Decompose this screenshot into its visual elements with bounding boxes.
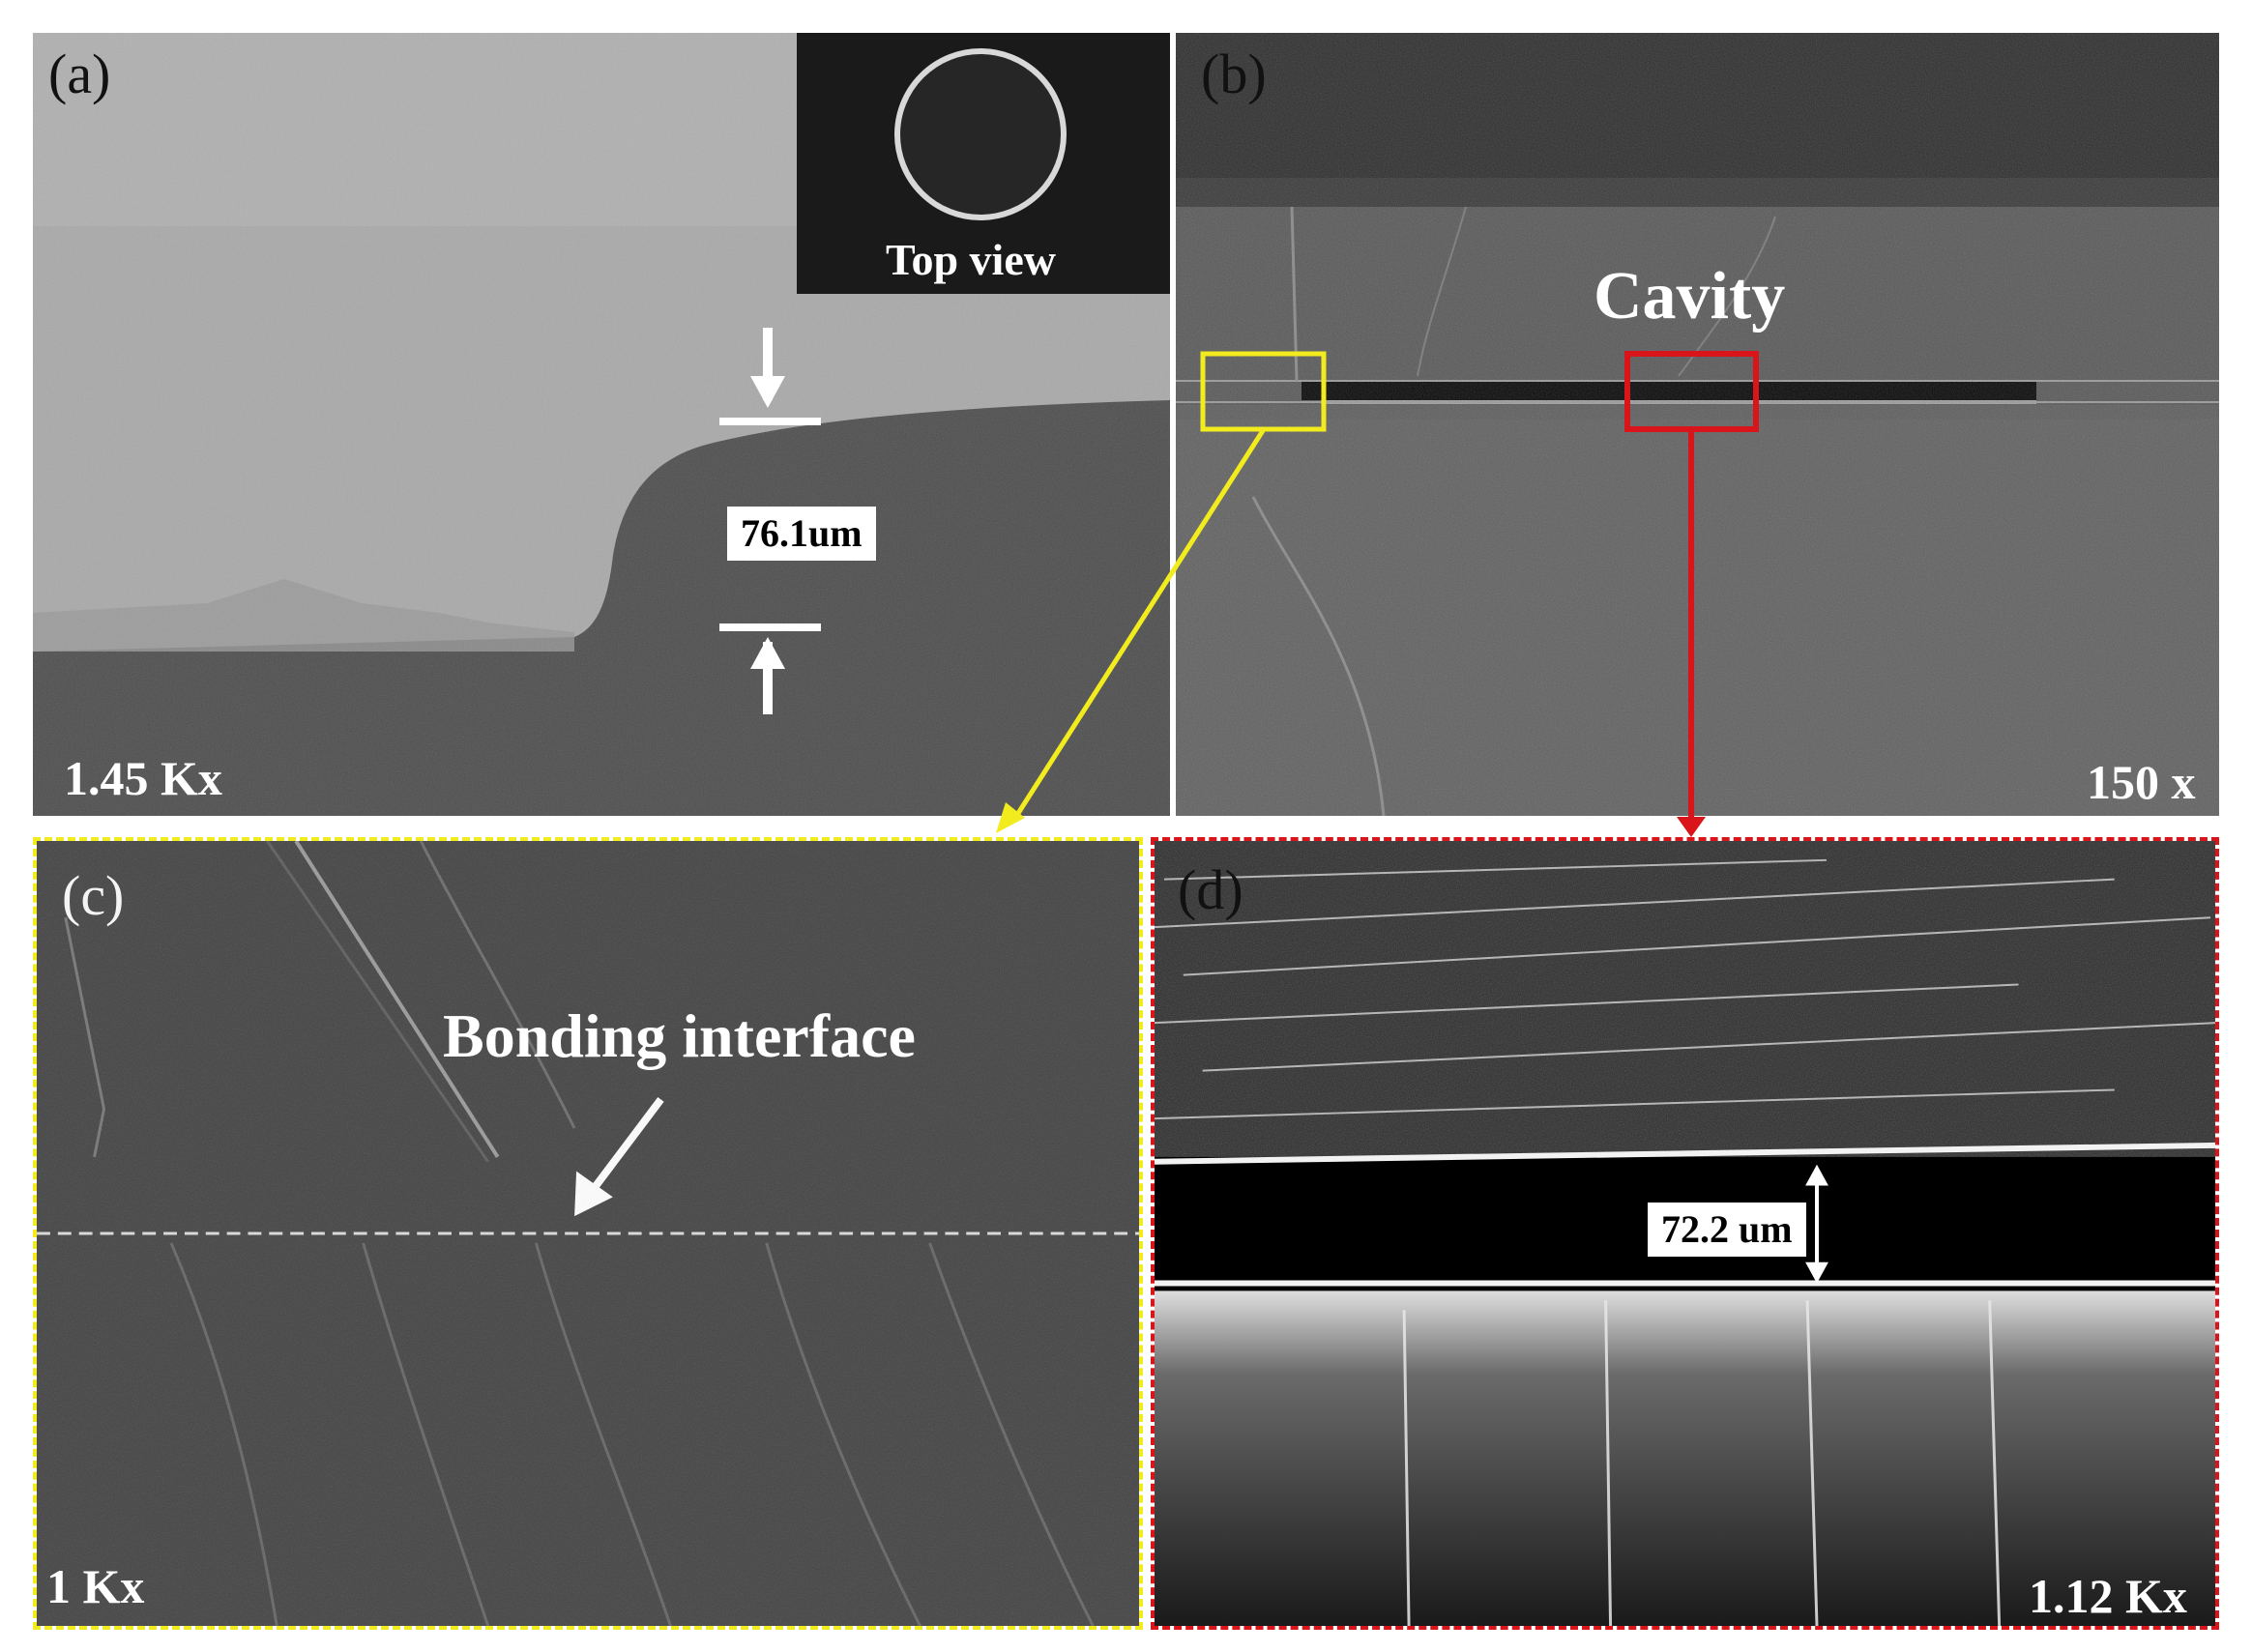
panel-c: (c) Bonding interface 1 Kx <box>33 837 1143 1630</box>
sem-image-b <box>1176 33 2219 816</box>
inset-label: Top view <box>886 235 1056 284</box>
panel-a: Top view (a) 76.1um 1.45 Kx <box>33 33 1170 816</box>
bonding-interface-label: Bonding interface <box>443 1001 916 1070</box>
panel-b: (b) Cavity 150 x <box>1176 33 2219 816</box>
cavity-label: Cavity <box>1594 259 1786 333</box>
panel-label-d: (d) <box>1178 858 1243 921</box>
sem-image-c <box>37 841 1139 1626</box>
measurement-label-d: 72.2 um <box>1648 1203 1806 1257</box>
wafer-circle-icon <box>894 48 1067 220</box>
magnification-b: 150 x <box>2087 755 2196 809</box>
magnification-d: 1.12 Kx <box>2029 1569 2187 1623</box>
magnification-c: 1 Kx <box>46 1559 145 1613</box>
red-arrowhead <box>1677 817 1706 837</box>
panel-label-a: (a) <box>48 43 111 105</box>
panel-label-b: (b) <box>1201 43 1267 105</box>
magnification-a: 1.45 Kx <box>64 751 222 805</box>
panel-d: (d) 72.2 um 1.12 Kx <box>1151 837 2219 1630</box>
panel-label-c: (c) <box>62 864 125 927</box>
top-view-inset: Top view <box>797 33 1170 294</box>
measurement-label-a: 76.1um <box>727 507 876 561</box>
